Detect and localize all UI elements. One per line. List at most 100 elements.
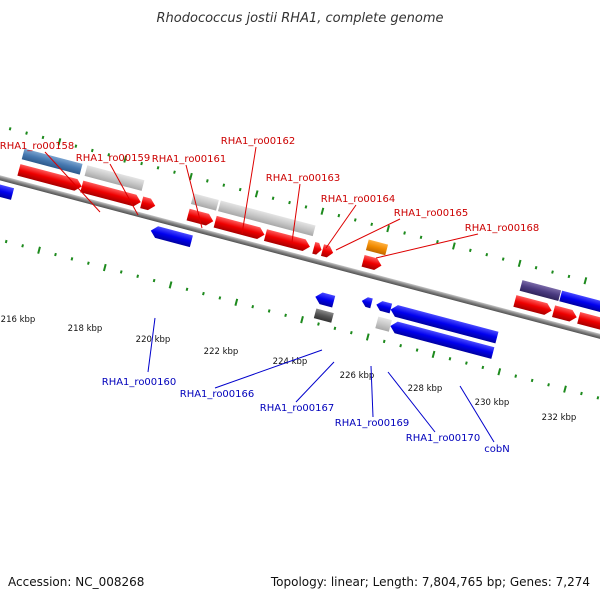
gene-arrow-right-2[interactable]: [552, 305, 578, 323]
minor-tick: [185, 287, 189, 291]
gene-arrow-ro00169[interactable]: [361, 296, 373, 309]
leader-line: [185, 164, 203, 229]
gene-arrow-ro00160[interactable]: [149, 225, 193, 248]
minor-tick: [333, 326, 337, 331]
gene-label-ro00161[interactable]: RHA1_ro00161: [152, 154, 227, 165]
leader-line: [147, 317, 156, 373]
gene-label-ro00165[interactable]: RHA1_ro00165: [394, 208, 469, 219]
major-tick: [102, 263, 107, 272]
accession-label: Accession: NC_008268: [8, 575, 144, 589]
cds-block-ro00162[interactable]: [217, 200, 316, 237]
gene-label-ro00167[interactable]: RHA1_ro00167: [260, 403, 335, 414]
major-tick: [123, 155, 128, 163]
minor-tick: [382, 339, 386, 344]
scale-label: 230 kbp: [475, 398, 510, 408]
cds-block-ro00170[interactable]: [375, 316, 392, 332]
major-tick: [234, 298, 239, 306]
scale-label: 222 kbp: [204, 347, 239, 357]
gene-arrow-ro00159[interactable]: [80, 180, 142, 208]
minor-tick: [271, 196, 275, 200]
gene-label-cobN[interactable]: cobN: [484, 444, 509, 455]
gene-arrow-ro00170[interactable]: [389, 304, 499, 344]
cds-block-ro00161[interactable]: [190, 193, 219, 211]
minor-tick: [485, 253, 489, 257]
minor-tick: [206, 179, 209, 183]
minor-tick: [140, 161, 143, 166]
scale-label: 218 kbp: [68, 324, 103, 334]
minor-tick: [317, 322, 320, 326]
minor-tick: [514, 374, 518, 378]
minor-tick: [448, 357, 452, 361]
gene-arrow-right-3[interactable]: [577, 311, 600, 332]
gene-label-ro00163[interactable]: RHA1_ro00163: [266, 173, 341, 184]
minor-tick: [21, 244, 24, 248]
forward-strand: [17, 148, 600, 332]
gene-arrow-reverse-left[interactable]: [0, 183, 15, 200]
cds-block-ro00168[interactable]: [365, 239, 389, 256]
cds-block-ro00167[interactable]: [313, 308, 334, 323]
minor-tick: [567, 274, 571, 279]
gene-label-ro00162[interactable]: RHA1_ro00162: [221, 136, 296, 147]
leader-line: [241, 146, 257, 235]
gene-arrow-small-1[interactable]: [140, 196, 157, 212]
scale-label: 228 kbp: [408, 384, 443, 394]
scale-labels: 216 kbp 218 kbp 220 kbp 222 kbp 224 kbp …: [1, 315, 577, 423]
cds-block-ro00159[interactable]: [84, 165, 145, 191]
major-tick: [386, 225, 391, 233]
scale-label: 224 kbp: [273, 357, 308, 367]
major-tick: [300, 316, 304, 324]
minor-tick: [353, 218, 357, 222]
minor-tick: [370, 222, 374, 227]
cds-block-right-1[interactable]: [519, 280, 562, 302]
minor-tick: [54, 252, 57, 257]
scale-label: 232 kbp: [542, 413, 577, 423]
cds-block-ro00158[interactable]: [21, 148, 83, 175]
gene-arrow-right-1[interactable]: [513, 295, 553, 316]
major-tick: [583, 277, 588, 285]
major-tick: [37, 246, 41, 254]
gene-arrow-ro00158[interactable]: [17, 164, 83, 192]
minor-tick: [304, 205, 308, 209]
major-tick: [57, 138, 62, 146]
leader-line: [109, 163, 139, 216]
gene-label-ro00169[interactable]: RHA1_ro00169: [335, 418, 410, 429]
cds-block-right-2[interactable]: [559, 290, 600, 317]
major-tick: [517, 259, 522, 268]
gene-arrow-ro00166[interactable]: [314, 291, 336, 308]
major-tick: [168, 281, 173, 289]
minor-tick: [25, 131, 28, 135]
reverse-gene-labels: RHA1_ro00160 RHA1_ro00166 RHA1_ro00167 R…: [102, 317, 510, 455]
major-tick: [563, 385, 567, 393]
gene-label-ro00168[interactable]: RHA1_ro00168: [465, 223, 540, 234]
minor-tick: [156, 166, 160, 170]
minor-tick: [547, 383, 550, 387]
gene-label-ro00164[interactable]: RHA1_ro00164: [321, 194, 396, 205]
gene-arrow-cobN[interactable]: [389, 320, 495, 359]
gene-label-ro00160[interactable]: RHA1_ro00160: [102, 377, 177, 388]
gene-arrow-ro00161[interactable]: [186, 208, 215, 227]
gene-arrow-ro00165[interactable]: [320, 244, 335, 258]
leader-line: [295, 361, 335, 403]
minor-tick: [284, 313, 287, 318]
scale-label: 220 kbp: [136, 335, 171, 345]
minor-tick: [8, 127, 12, 131]
gene-label-ro00166[interactable]: RHA1_ro00166: [180, 389, 255, 400]
minor-tick: [41, 135, 45, 140]
minor-tick: [481, 365, 485, 370]
gene-arrow-ro00164[interactable]: [312, 241, 323, 256]
gene-arrow-ro00163[interactable]: [263, 229, 312, 252]
minor-tick: [288, 200, 291, 205]
scale-label: 216 kbp: [1, 315, 36, 325]
minor-tick: [173, 170, 176, 174]
minor-tick: [136, 274, 140, 278]
minor-tick: [238, 187, 242, 192]
minor-tick: [465, 361, 468, 365]
gene-label-ro00159[interactable]: RHA1_ro00159: [76, 153, 151, 164]
gene-arrow-ro00168[interactable]: [361, 255, 383, 271]
gene-arrow-small-rev[interactable]: [375, 300, 393, 314]
gene-label-ro00170[interactable]: RHA1_ro00170: [406, 433, 481, 444]
gene-label-ro00158[interactable]: RHA1_ro00158: [0, 141, 74, 152]
minor-tick: [152, 278, 156, 283]
gene-arrow-ro00162[interactable]: [213, 215, 266, 241]
